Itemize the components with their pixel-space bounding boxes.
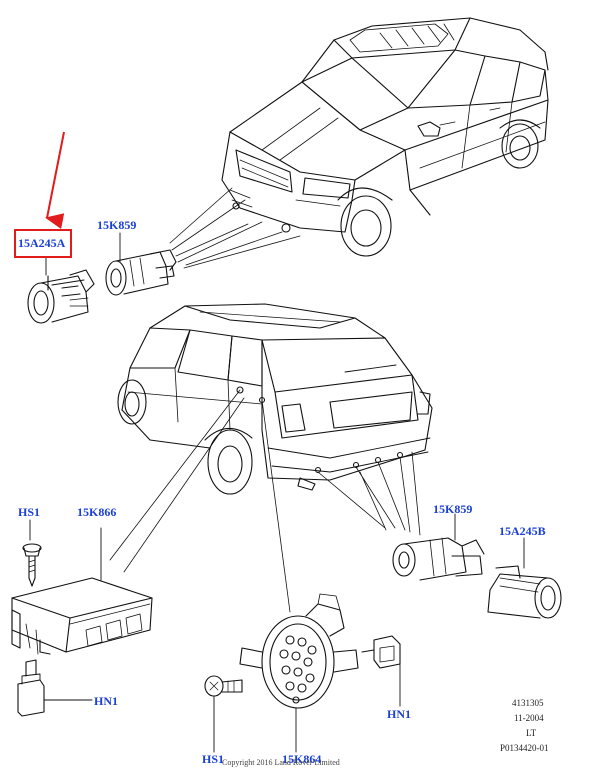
reference-date: 11-2004 xyxy=(514,713,544,723)
screw-left-illustration xyxy=(22,543,42,587)
callout-hn1-left: HN1 xyxy=(94,694,118,708)
highlight-arrow xyxy=(45,131,65,229)
rear-vehicle-illustration xyxy=(117,303,433,495)
callout-15a245b: 15A245B xyxy=(499,524,546,538)
sounder-illustration xyxy=(239,593,359,709)
callout-hs1-bottom: HS1 xyxy=(202,752,225,766)
control-module-illustration xyxy=(11,577,153,655)
reference-code: LT xyxy=(526,728,537,738)
callout-15k859-front: 15K859 xyxy=(97,218,137,232)
highlight-box xyxy=(14,229,72,258)
callout-hs1-left: HS1 xyxy=(18,505,41,519)
callout-15k859-rear: 15K859 xyxy=(433,502,473,516)
sensor-bezel-front-illustration xyxy=(105,249,177,296)
copyright-notice: Copyright 2016 Land Rover Limited xyxy=(222,758,340,767)
callout-hn1-right: HN1 xyxy=(387,707,411,721)
callout-15k866: 15K866 xyxy=(77,505,117,519)
clip-left-illustration xyxy=(17,659,45,717)
reference-number: 4131305 xyxy=(512,698,544,708)
front-vehicle-illustration xyxy=(221,17,549,257)
callout-15k864: 15K864 xyxy=(282,752,322,766)
screw-bottom-illustration xyxy=(204,675,243,697)
sensor-bezel-rear-illustration xyxy=(392,537,485,581)
sensor-front-illustration xyxy=(27,269,95,324)
callout-15a245a: 15A245A xyxy=(18,236,66,250)
illustration-number: P0134420-01 xyxy=(500,743,549,753)
clip-right-illustration xyxy=(361,635,401,669)
sensor-rear-illustration xyxy=(487,565,562,619)
